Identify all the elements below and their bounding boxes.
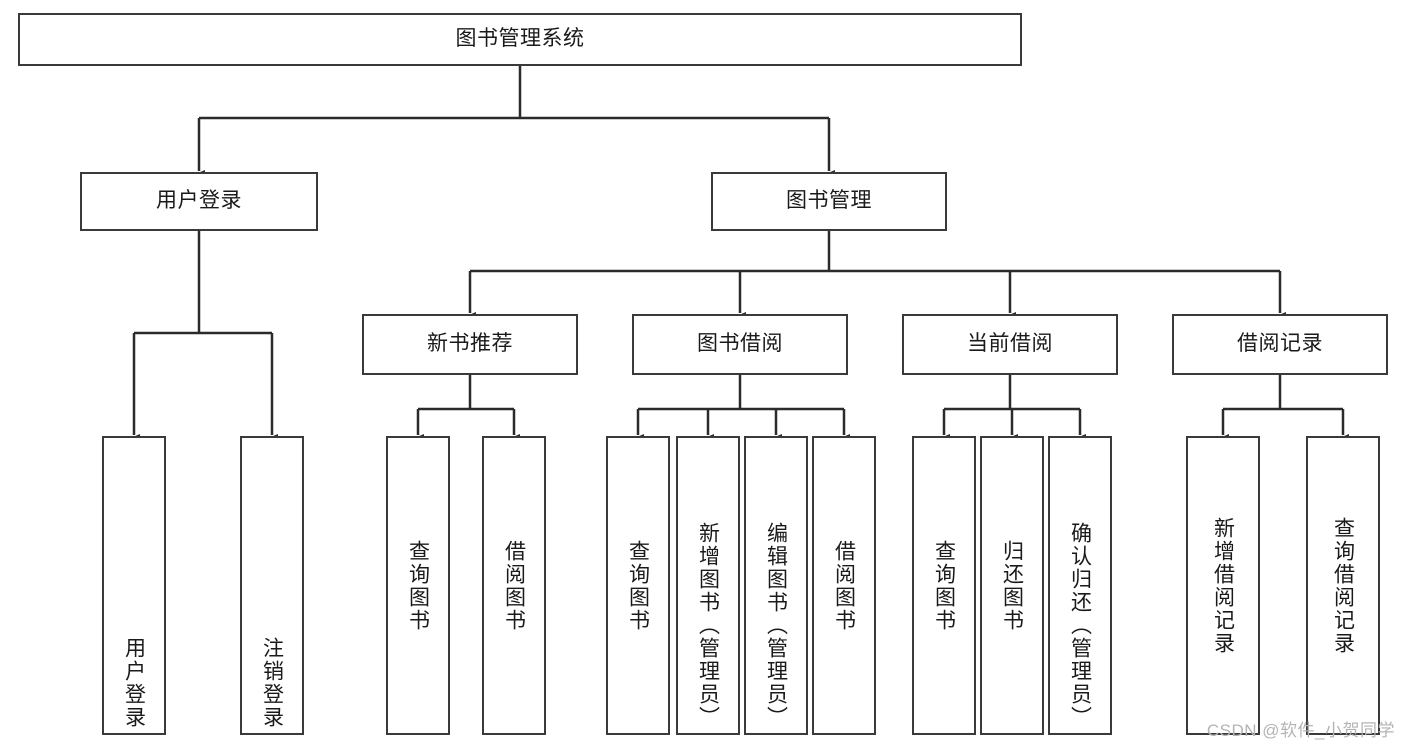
node-leaf-confirm-return[interactable]: 确认归还（管理员） [1048, 436, 1112, 735]
watermark: CSDN @软件_小贺同学 [1206, 721, 1395, 740]
node-leaf-add-book[interactable]: 新增图书（管理员） [676, 436, 740, 735]
node-new-book-rec[interactable]: 新书推荐 [362, 314, 578, 375]
node-label: 图书借阅 [697, 332, 783, 356]
node-book-borrow[interactable]: 图书借阅 [632, 314, 848, 375]
node-label: 用户登录 [156, 189, 242, 213]
node-label: 借阅记录 [1237, 332, 1323, 356]
node-label: 查询借阅记录 [1331, 516, 1355, 655]
node-label: 新书推荐 [427, 332, 513, 356]
node-label: 图书管理系统 [455, 27, 585, 51]
node-label: 借阅图书 [502, 539, 526, 632]
node-leaf-query-book-3[interactable]: 查询图书 [912, 436, 976, 735]
node-book-manage[interactable]: 图书管理 [711, 172, 947, 231]
node-label: 编辑图书（管理员） [764, 522, 788, 729]
node-label: 归还图书 [1000, 539, 1024, 632]
node-label: 图书管理 [786, 189, 872, 213]
node-leaf-user-login[interactable]: 用户登录 [102, 436, 166, 735]
node-root[interactable]: 图书管理系统 [18, 13, 1022, 66]
node-label: 查询图书 [626, 539, 650, 632]
node-label: 注销登录 [260, 637, 284, 729]
node-user-login[interactable]: 用户登录 [80, 172, 318, 231]
node-label: 新增图书（管理员） [696, 522, 720, 729]
node-leaf-logout[interactable]: 注销登录 [240, 436, 304, 735]
node-leaf-borrow-book-1[interactable]: 借阅图书 [482, 436, 546, 735]
node-leaf-edit-book[interactable]: 编辑图书（管理员） [744, 436, 808, 735]
node-leaf-query-book-1[interactable]: 查询图书 [386, 436, 450, 735]
connector-lines [128, 66, 1349, 444]
node-leaf-query-record[interactable]: 查询借阅记录 [1306, 436, 1380, 735]
node-label: 查询图书 [406, 539, 430, 632]
node-label: 新增借阅记录 [1211, 516, 1235, 655]
node-label: 当前借阅 [967, 332, 1053, 356]
node-label: 查询图书 [932, 539, 956, 632]
node-borrow-record[interactable]: 借阅记录 [1172, 314, 1388, 375]
node-leaf-return-book[interactable]: 归还图书 [980, 436, 1044, 735]
node-label: 用户登录 [122, 637, 146, 729]
node-leaf-add-record[interactable]: 新增借阅记录 [1186, 436, 1260, 735]
node-leaf-borrow-book-2[interactable]: 借阅图书 [812, 436, 876, 735]
node-label: 确认归还（管理员） [1068, 522, 1092, 729]
node-current-borrow[interactable]: 当前借阅 [902, 314, 1118, 375]
node-leaf-query-book-2[interactable]: 查询图书 [606, 436, 670, 735]
node-label: 借阅图书 [832, 539, 856, 632]
